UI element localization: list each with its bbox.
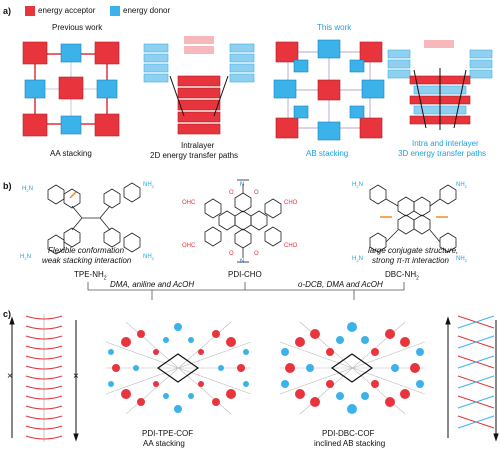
h2n-text: H [352, 256, 357, 262]
interlayer-label-1: Intra and interlayer [412, 139, 479, 148]
nh2-text: NH [143, 254, 152, 260]
pdi-cho-bl: OHC [182, 243, 196, 249]
cross-right: × [73, 371, 79, 382]
nh2-text: NH [143, 182, 152, 188]
dbc-note-1: large conjugate structure, [368, 246, 459, 255]
panel-a-label: a) [3, 6, 12, 16]
dbc-amine-tr: NH2 [456, 182, 467, 189]
this-work-title: This work [317, 23, 352, 32]
ab-stacking-label: AB stacking [306, 149, 349, 158]
pdi-o-tl: O [229, 190, 234, 196]
pdi-o-br: O [254, 251, 259, 257]
aa-column-arrows [9, 316, 79, 442]
h2n-n-text: N [358, 256, 363, 262]
nh2-text: NH [456, 256, 465, 262]
tpe-name-sub: 2 [103, 275, 107, 282]
pdi-o-bl: O [229, 251, 234, 257]
h2n-sub: 2 [356, 258, 359, 264]
tpe-amine-tr: NH2 [143, 182, 154, 189]
acceptor-swatch [25, 6, 35, 16]
tpe-nh2-name: TPE-NH2 [74, 271, 107, 282]
ab-column-arrows [445, 316, 499, 442]
intralayer-label-2: 2D energy transfer paths [150, 151, 239, 160]
tpe-amine-bl: H2N [20, 254, 31, 261]
pdi-tpe-cof-label: PDI-TPE-COF [142, 429, 194, 438]
pdi-cho-name: PDI-CHO [228, 270, 262, 279]
cross-left: × [7, 371, 13, 382]
tpe-name-text: TPE-NH [74, 270, 104, 279]
pdi-cho-br: CHO [284, 243, 298, 249]
h2n-sub: 2 [356, 184, 359, 190]
interlayer-label-2: 3D energy transfer paths [398, 149, 487, 158]
pdi-o-tr: O [254, 190, 259, 196]
ab-column-graphic [457, 315, 495, 429]
nh2-sub: 2 [151, 184, 154, 190]
nh2-sub: 2 [464, 184, 467, 190]
pdi-dbc-cof-stacking: inclined AB stacking [314, 439, 386, 448]
panel-c-label: c) [3, 309, 12, 319]
intralayer-label-1: Intralayer [181, 141, 215, 150]
previous-work-title: Previous work [52, 23, 103, 32]
condition-left: DMA, aniline and AcOH [110, 280, 195, 289]
condition-right: o-DCB, DMA and AcOH [298, 280, 383, 289]
donor-label: energy donor [123, 6, 171, 15]
donor-swatch [110, 6, 120, 16]
nh2-sub: 2 [464, 258, 467, 264]
interlayer-stack-graphic [387, 40, 493, 130]
pdi-cho-tr: CHO [284, 200, 298, 206]
ab-stacking-lattice [273, 39, 385, 141]
tpe-nh2-structure [47, 182, 141, 255]
h2n-n-text: N [28, 186, 33, 192]
dbc-name-sub: 2 [416, 275, 419, 282]
tpe-note-2: weak stacking interaction [42, 256, 132, 265]
h2n-sub: 2 [26, 188, 29, 194]
h2n-sub: 2 [24, 256, 27, 262]
h2n-text: H [20, 254, 25, 260]
pdi-cho-structure [204, 179, 282, 263]
pdi-tpe-cof-stacking: AA stacking [143, 439, 185, 448]
dbc-name-text: DBC-NH [385, 270, 417, 279]
pdi-cho-tl: OHC [182, 200, 196, 206]
dbc-note-2: strong π-π interaction [372, 256, 449, 265]
dbc-amine-br: NH2 [456, 256, 467, 263]
aa-stacking-label: AA stacking [50, 149, 92, 158]
legend: energy acceptor energy donor [25, 4, 225, 18]
tpe-note-1: Flexible conformation [48, 246, 125, 255]
h2n-n-text: N [358, 182, 363, 188]
reaction-brackets [87, 282, 405, 300]
pdi-dbc-cof-label: PDI-DBC-COF [322, 429, 375, 438]
aa-column-graphic [25, 314, 63, 442]
acceptor-label: energy acceptor [38, 6, 96, 15]
pdi-n-bottom: N [240, 259, 245, 265]
h2n-text: H [352, 182, 357, 188]
dbc-nh2-name: DBC-NH2 [385, 271, 419, 282]
aa-stacking-lattice [22, 41, 120, 137]
nh2-text: NH [456, 182, 465, 188]
pdi-n-top: N [240, 182, 245, 188]
tpe-amine-tl: H2N [22, 186, 33, 193]
dbc-amine-bl: H2N [352, 256, 363, 263]
nh2-sub: 2 [151, 256, 154, 262]
intralayer-stack-graphic [143, 36, 255, 135]
tpe-amine-br: NH2 [143, 254, 154, 261]
h2n-n-text: N [26, 254, 31, 260]
panel-b-label: b) [3, 181, 12, 191]
pdi-dbc-cof-crystal [279, 321, 426, 415]
h2n-text: H [22, 186, 27, 192]
dbc-amine-tl: H2N [352, 182, 363, 189]
pdi-tpe-cof-crystal [105, 321, 252, 415]
dbc-nh2-structure [369, 184, 457, 253]
